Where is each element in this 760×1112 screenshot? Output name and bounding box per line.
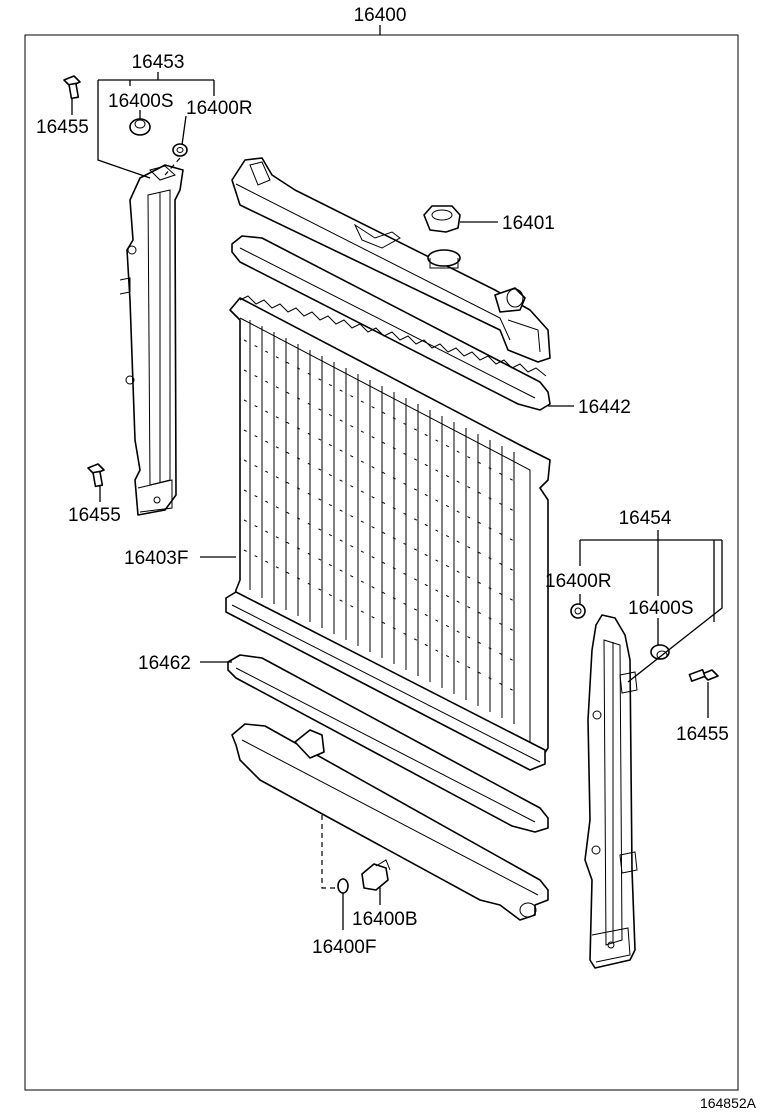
label-16462: 16462 bbox=[138, 653, 191, 674]
left-cushion-16400R bbox=[172, 143, 188, 157]
left-support-bracket bbox=[119, 164, 184, 516]
label-16400F: 16400F bbox=[312, 937, 376, 958]
drain-cock-16400B bbox=[361, 859, 391, 891]
upper-gasket-16442 bbox=[231, 235, 551, 411]
label-16455-right: 16455 bbox=[676, 724, 729, 745]
left-top-bolt-16455 bbox=[63, 75, 81, 100]
left-grommet-16400S bbox=[129, 118, 151, 136]
label-16455-mid: 16455 bbox=[68, 505, 121, 526]
label-16455-top: 16455 bbox=[36, 117, 89, 138]
leader-lines bbox=[71, 72, 723, 930]
label-16400B: 16400B bbox=[352, 909, 418, 930]
label-16400R-right: 16400R bbox=[545, 571, 612, 592]
label-16400S-left: 16400S bbox=[108, 91, 174, 112]
label-16400R-left: 16400R bbox=[186, 98, 253, 119]
label-16403F: 16403F bbox=[124, 548, 188, 569]
lower-tank bbox=[231, 723, 549, 921]
label-16454: 16454 bbox=[619, 508, 672, 529]
drain-dash bbox=[321, 815, 338, 889]
right-bolt-16455 bbox=[688, 668, 719, 682]
upper-tank bbox=[231, 157, 551, 363]
right-cushion-16400R bbox=[570, 603, 586, 619]
radiator-cap-16401 bbox=[423, 205, 461, 233]
right-grommet-16400S bbox=[650, 644, 670, 660]
label-16442: 16442 bbox=[578, 397, 631, 418]
diagram-frame bbox=[24, 34, 739, 1091]
right-support-bracket bbox=[584, 614, 638, 969]
assembly-label: 16400 bbox=[354, 5, 407, 26]
o-ring-16400F bbox=[337, 878, 349, 894]
left-mount-dash bbox=[164, 157, 181, 176]
left-mid-bolt-16455 bbox=[87, 463, 105, 488]
radiator-core-16403F bbox=[225, 295, 551, 771]
part-labels: 16453 16400S 16400R 16455 16401 16442 16… bbox=[36, 52, 729, 958]
reference-code: 164852A bbox=[700, 1095, 757, 1111]
label-16401: 16401 bbox=[502, 213, 555, 234]
label-16453: 16453 bbox=[132, 52, 185, 73]
label-16400S-right: 16400S bbox=[628, 598, 694, 619]
